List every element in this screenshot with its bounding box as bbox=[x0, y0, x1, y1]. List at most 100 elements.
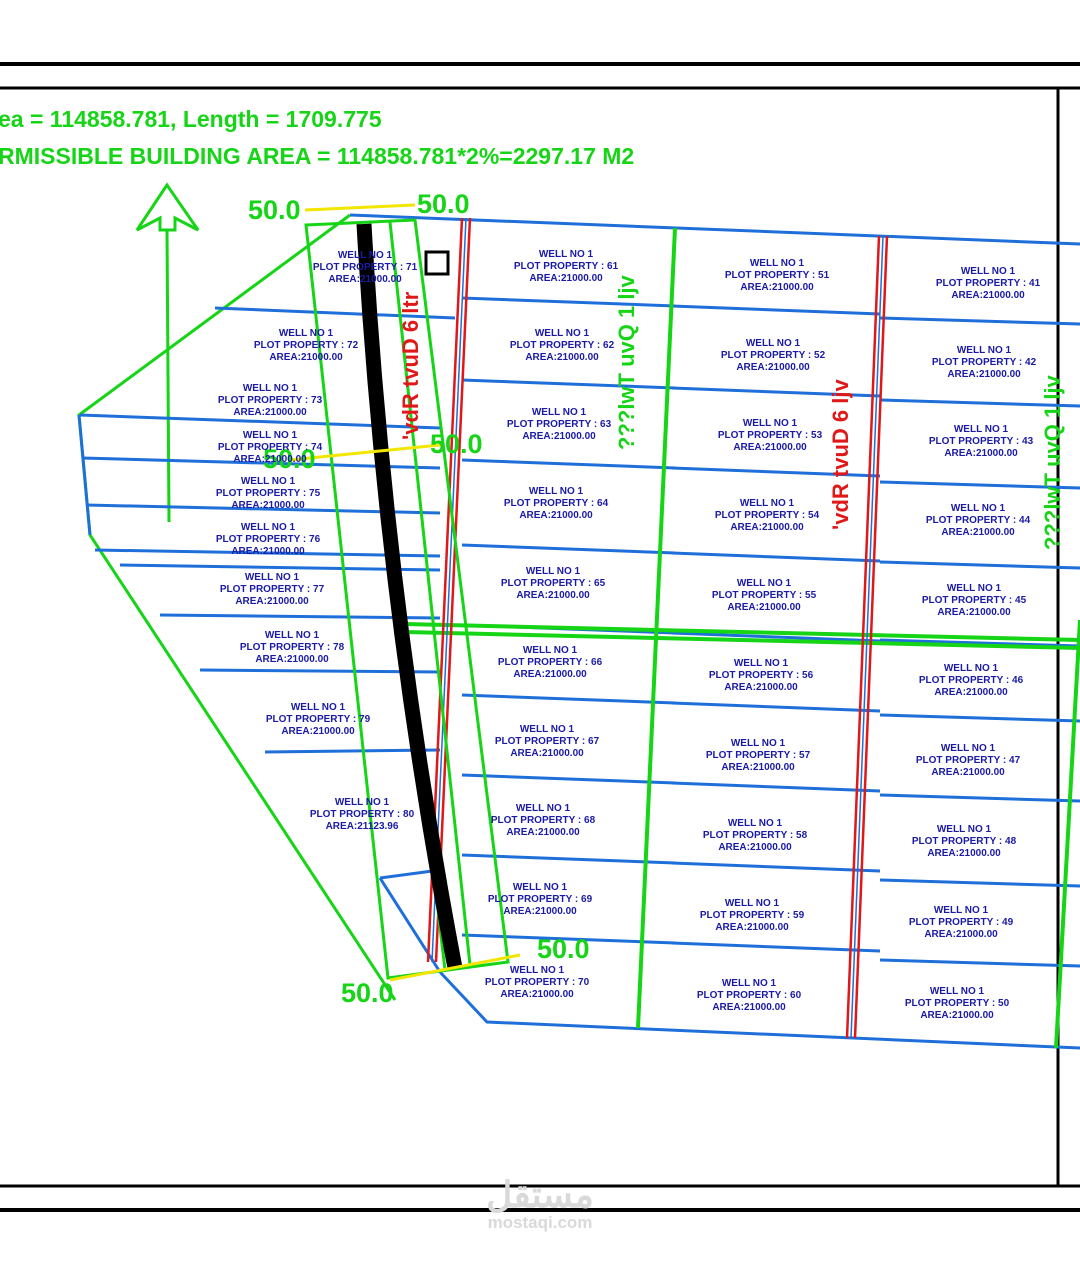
plot-plot-text: PLOT PROPERTY : 43 bbox=[929, 436, 1034, 447]
plot-well-text: WELL NO 1 bbox=[243, 430, 298, 441]
plot-area-text: AREA:21000.00 bbox=[944, 448, 1018, 459]
plot-area-text: AREA:21000.00 bbox=[721, 762, 795, 773]
plot-area-text: AREA:21000.00 bbox=[736, 362, 810, 373]
plot-plot-text: PLOT PROPERTY : 56 bbox=[709, 670, 814, 681]
plot-well-text: WELL NO 1 bbox=[731, 738, 786, 749]
road-reserve-boundary bbox=[304, 218, 510, 980]
plot-area-text: AREA:21000.00 bbox=[233, 407, 307, 418]
plot-plot-text: PLOT PROPERTY : 77 bbox=[220, 584, 325, 595]
road-label-red-2: 'vdR tvuD 6 ljv bbox=[828, 379, 853, 530]
plot-divider-col3-0 bbox=[879, 316, 1080, 326]
red-road-2a bbox=[845, 235, 881, 1039]
north-arrow-icon bbox=[135, 182, 200, 523]
plot-plot-text: PLOT PROPERTY : 72 bbox=[254, 340, 359, 351]
plot-plot-text: PLOT PROPERTY : 59 bbox=[700, 910, 805, 921]
watermark-latin: mostaqi.com bbox=[488, 1213, 593, 1232]
plot-well-text: WELL NO 1 bbox=[526, 566, 581, 577]
plot-area-text: AREA:21000.00 bbox=[500, 989, 574, 1000]
plot-divider-col2-4 bbox=[671, 631, 881, 643]
plot-plot-text: PLOT PROPERTY : 58 bbox=[703, 830, 808, 841]
plot-area-text: AREA:21000.00 bbox=[255, 654, 329, 665]
plot-divider-col3-1 bbox=[879, 398, 1080, 408]
road-label-green-2: ???lwT uvQ 1 ljv bbox=[1040, 374, 1065, 550]
plot-well-text: WELL NO 1 bbox=[944, 663, 999, 674]
plot-plot-text: PLOT PROPERTY : 76 bbox=[216, 534, 321, 545]
plot-divider-col2-8 bbox=[671, 941, 881, 953]
plot-well-text: WELL NO 1 bbox=[734, 658, 789, 669]
plot-plot-text: PLOT PROPERTY : 75 bbox=[216, 488, 321, 499]
plot-area-text: AREA:21000.00 bbox=[715, 922, 789, 933]
dim-label-mid-right: 50.0 bbox=[430, 429, 483, 459]
plot-divider-col1-6 bbox=[461, 773, 676, 785]
road-label-green-1: ???lwT uvQ 1 ljv bbox=[614, 274, 639, 450]
plot-divider-col3-2 bbox=[879, 480, 1080, 490]
plot-divider-left-4 bbox=[94, 548, 441, 558]
plot-plot-text: PLOT PROPERTY : 79 bbox=[266, 714, 371, 725]
plot-well-text: WELL NO 1 bbox=[937, 824, 992, 835]
plot-divider-col3-8 bbox=[879, 958, 1080, 968]
plot-divider-col2-2 bbox=[671, 466, 881, 478]
plot-area-text: AREA:21000.00 bbox=[730, 522, 804, 533]
plot-plot-text: PLOT PROPERTY : 80 bbox=[310, 809, 415, 820]
plot-well-text: WELL NO 1 bbox=[535, 328, 590, 339]
plot-divider-col1-0 bbox=[461, 296, 676, 308]
road-label-red-1: 'vdR tvuD 6 ltr bbox=[398, 291, 423, 440]
plot-well-text: WELL NO 1 bbox=[241, 476, 296, 487]
dim-label-bottom-right: 50.0 bbox=[537, 934, 590, 964]
plot-plot-text: PLOT PROPERTY : 66 bbox=[498, 657, 603, 668]
plot-plot-text: PLOT PROPERTY : 65 bbox=[501, 578, 606, 589]
plot-area-text: AREA:21000.00 bbox=[920, 1010, 994, 1021]
plot-well-text: WELL NO 1 bbox=[279, 328, 334, 339]
plot-area-text: AREA:21000.00 bbox=[712, 1002, 786, 1013]
plot-well-text: WELL NO 1 bbox=[523, 645, 578, 656]
plot-plot-text: PLOT PROPERTY : 53 bbox=[718, 430, 823, 441]
plot-well-text: WELL NO 1 bbox=[265, 630, 320, 641]
red-road-2b bbox=[853, 235, 889, 1039]
plot-area-text: AREA:21000.00 bbox=[269, 352, 343, 363]
plot-well-text: WELL NO 1 bbox=[532, 407, 587, 418]
plot-well-text: WELL NO 1 bbox=[520, 724, 575, 735]
plot-plot-text: PLOT PROPERTY : 74 bbox=[218, 442, 323, 453]
plot-plot-text: PLOT PROPERTY : 54 bbox=[715, 510, 820, 521]
plot-area-text: AREA:21000.00 bbox=[519, 510, 593, 521]
plot-plot-text: PLOT PROPERTY : 60 bbox=[697, 990, 802, 1001]
plot-well-text: WELL NO 1 bbox=[539, 249, 594, 260]
dim-line-bottom bbox=[389, 953, 521, 982]
plot-well-text: WELL NO 1 bbox=[737, 578, 792, 589]
plot-divider-col2-6 bbox=[671, 781, 881, 793]
plot-area-text: AREA:21000.00 bbox=[934, 687, 1008, 698]
plot-divider-col1-1 bbox=[461, 378, 676, 390]
plot-divider-col1-5 bbox=[461, 693, 676, 705]
plot-area-text: AREA:21000.00 bbox=[924, 929, 998, 940]
plot-plot-text: PLOT PROPERTY : 70 bbox=[485, 977, 590, 988]
plot-area-text: AREA:21000.00 bbox=[941, 527, 1015, 538]
plot-divider-col2-5 bbox=[671, 701, 881, 713]
road-reserve-inner-right bbox=[388, 221, 472, 966]
plot-area-text: AREA:21000.00 bbox=[529, 273, 603, 284]
